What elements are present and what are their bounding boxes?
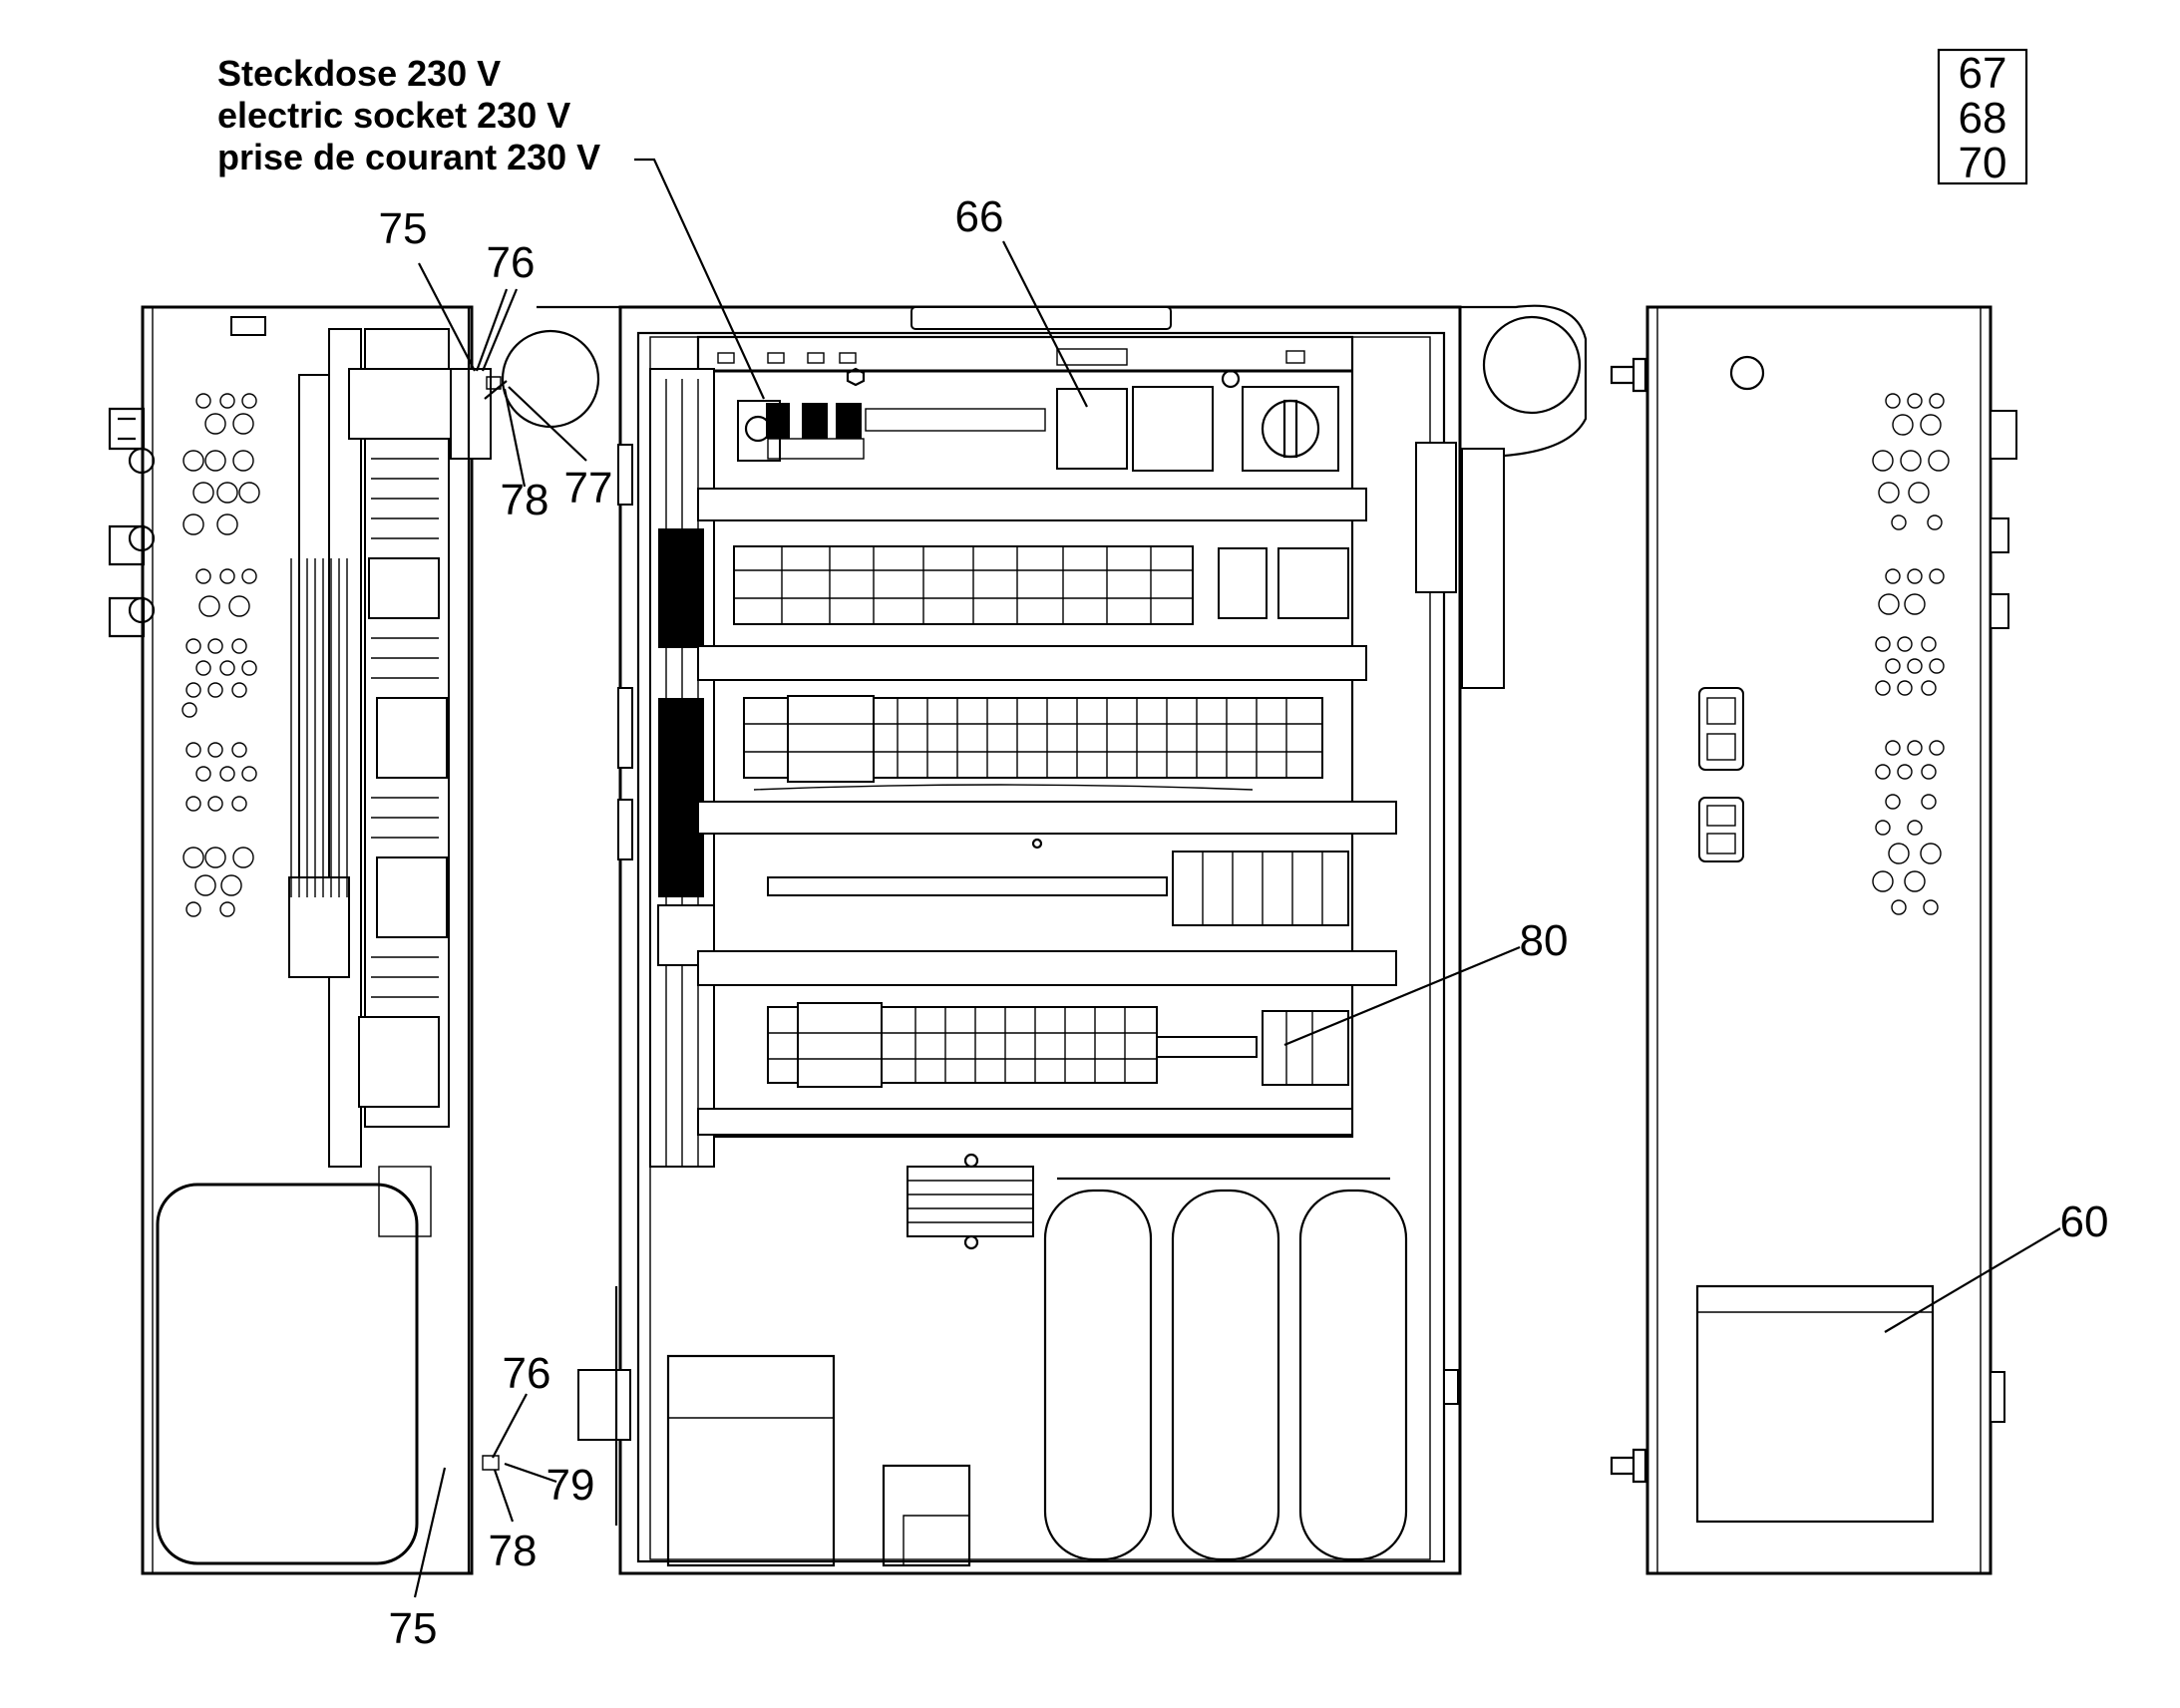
din-row-4 [767, 838, 1349, 926]
right-side-panel [1610, 305, 2017, 1575]
power-supply [907, 1166, 1034, 1237]
callout-labels: 75 76 77 78 66 80 60 76 79 78 75 [379, 192, 2109, 1653]
capacitor-2 [1171, 1189, 1280, 1561]
document-pocket-right [1695, 1284, 1935, 1524]
din-row-1 [714, 348, 1352, 472]
capacitor-1 [1043, 1189, 1153, 1561]
callout-79: 79 [546, 1461, 595, 1510]
din-row-5 [767, 1002, 1349, 1088]
right-panel-frame [1645, 305, 1993, 1575]
main-switch [1242, 386, 1339, 472]
connector-upper [1698, 687, 1744, 771]
caption-block: Steckdose 230 V electric socket 230 V pr… [217, 53, 765, 400]
cable-duct-5 [697, 1108, 1353, 1136]
terminal-block-80 [1262, 1010, 1349, 1086]
callout-78-bottom: 78 [489, 1527, 538, 1575]
din-row-3 [743, 695, 1323, 791]
left-door-view [108, 305, 492, 1575]
cable-duct-3 [697, 801, 1397, 835]
cabinet-top-lug [537, 304, 1588, 459]
main-cabinet-view [501, 304, 1588, 1575]
lower-compartment [577, 1153, 1459, 1567]
door-hinges [108, 407, 156, 638]
callout-77: 77 [564, 464, 613, 512]
cable-duct-1 [697, 488, 1367, 521]
distribution-block-66 [1056, 388, 1128, 470]
callout-66: 66 [955, 192, 1004, 241]
reference-box: 67 68 70 [1937, 48, 2028, 187]
callout-76-top: 76 [487, 238, 536, 287]
lower-box [666, 1354, 836, 1567]
door-component-rack [288, 307, 492, 1573]
leader-lines [413, 240, 2061, 1598]
door-lock-notch [230, 316, 266, 336]
callout-78-top: 78 [501, 476, 549, 524]
right-gland [1729, 355, 1765, 391]
callout-60: 60 [2060, 1197, 2109, 1246]
socket-leader-line [634, 158, 765, 400]
callout-75-bottom: 75 [389, 1604, 438, 1653]
reference-number: 68 [1959, 94, 2007, 143]
document-pocket-left [156, 1183, 419, 1565]
reference-number: 70 [1959, 139, 2007, 187]
din-row-2 [733, 545, 1349, 625]
reference-number: 67 [1959, 49, 2007, 98]
ventilation-holes-left [182, 393, 260, 917]
callout-76-bottom: 76 [503, 1349, 551, 1398]
caption-fr: prise de courant 230 V [217, 137, 600, 177]
callout-75-top: 75 [379, 204, 428, 253]
right-mount-bolt [1610, 357, 1647, 393]
caption-en: electric socket 230 V [217, 95, 570, 136]
capacitor-3 [1298, 1189, 1408, 1561]
cable-duct-2 [697, 645, 1367, 681]
callout-80: 80 [1520, 916, 1569, 965]
caption-de: Steckdose 230 V [217, 53, 501, 94]
reference-box-frame [1937, 48, 2028, 185]
ventilation-holes-right [1872, 393, 1950, 915]
cable-duct-4 [697, 950, 1397, 986]
left-door-frame [141, 305, 474, 1575]
connector-lower [1698, 797, 1744, 862]
